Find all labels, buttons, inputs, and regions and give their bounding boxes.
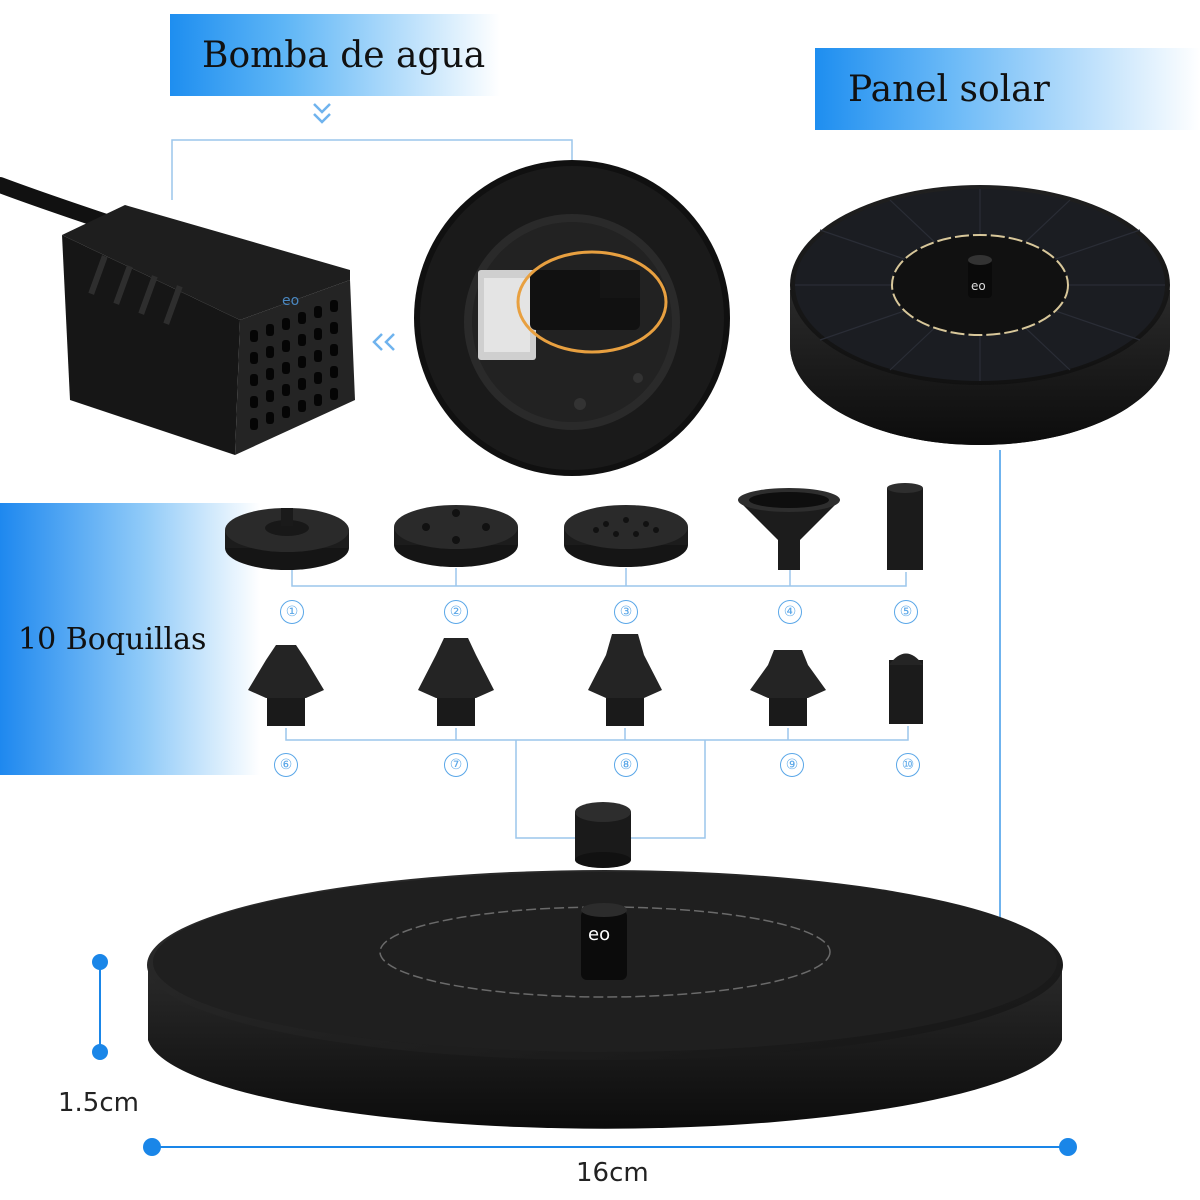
panel-logo: eo: [971, 279, 986, 293]
main-fountain: eo: [147, 870, 1063, 1129]
nozzle-1: [225, 508, 349, 570]
nozzle-8: [588, 634, 662, 726]
nozzle-number-6: ⑥: [274, 753, 298, 777]
nozzle-4: [738, 488, 840, 570]
nozzles-label-box: 10 Boquillas: [0, 503, 260, 775]
nozzle-number-8: ⑧: [614, 753, 638, 777]
height-label: 1.5cm: [58, 1088, 139, 1118]
width-dimension: [143, 1138, 1077, 1156]
nozzle-number-1: ①: [280, 600, 304, 624]
nozzle-5: [887, 483, 923, 570]
nozzles-label: 10 Boquillas: [18, 621, 207, 657]
panel-label: Panel solar: [848, 68, 1050, 110]
highlight-circle: [516, 250, 668, 354]
nozzle-9: [750, 650, 826, 726]
fountain-underside: [414, 160, 730, 476]
fountain-logo: eo: [588, 924, 610, 945]
nozzle-number-2: ②: [444, 600, 468, 624]
nozzle-number-9: ⑨: [780, 753, 804, 777]
left-chevron-icon: [372, 333, 395, 351]
panel-label-box: Panel solar: [815, 48, 1200, 130]
height-dimension: [92, 954, 108, 1060]
nozzle-number-5: ⑤: [894, 600, 918, 624]
pump-label: Bomba de agua: [202, 34, 486, 76]
pump-label-box: Bomba de agua: [170, 14, 500, 96]
nozzle-number-4: ④: [778, 600, 802, 624]
row1-connector-lines: [291, 568, 907, 587]
nozzle-7: [418, 638, 494, 726]
nozzle-number-3: ③: [614, 600, 638, 624]
adapter: [575, 802, 631, 868]
nozzle-10: [889, 653, 923, 724]
width-label: 16cm: [576, 1158, 649, 1188]
nozzle-3: [564, 505, 688, 567]
nozzle-number-7: ⑦: [444, 753, 468, 777]
pump-body: eo: [62, 205, 355, 455]
pump-connector-lines: [171, 139, 573, 200]
nozzle-2: [394, 505, 518, 567]
nozzle-number-10: ⑩: [896, 753, 920, 777]
pump-down-chevron-icon: [313, 103, 331, 124]
solar-panel-fountain: eo: [790, 185, 1170, 445]
nozzle-6: [248, 645, 324, 726]
pump-logo: eo: [282, 293, 299, 309]
